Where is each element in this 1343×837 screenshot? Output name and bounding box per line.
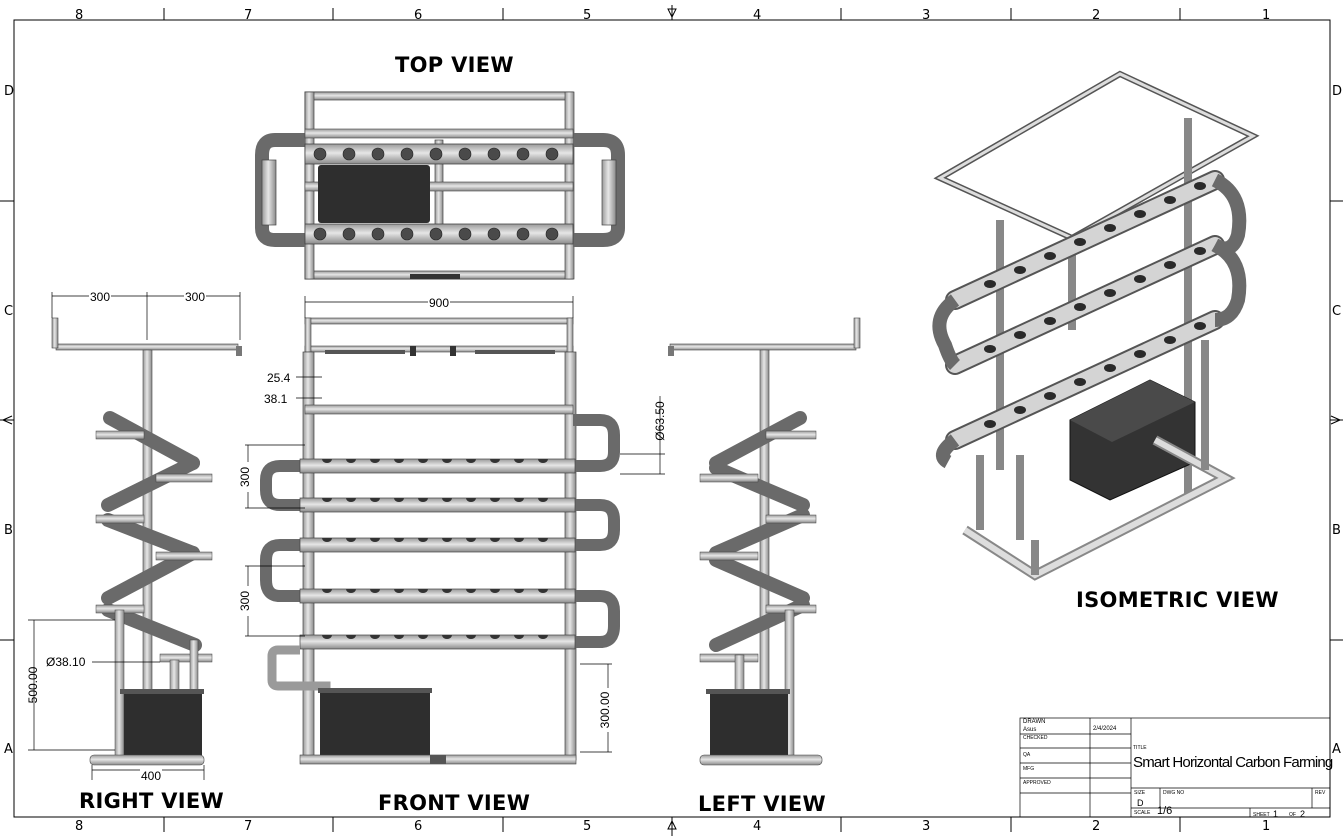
zone-col-1-bottom: 1 — [1262, 819, 1271, 834]
tb-title: Smart Horizontal Carbon Farming — [1133, 754, 1333, 771]
tb-drawn-label: DRAWN — [1023, 719, 1046, 725]
zone-row-a: A — [4, 742, 13, 757]
right-view-drawing — [51, 317, 242, 766]
tb-size: D — [1137, 798, 1144, 808]
tb-drawn-by: Asus — [1023, 727, 1037, 733]
zone-col-2: 2 — [1092, 8, 1101, 23]
tb-sheet-total: 2 — [1300, 809, 1306, 819]
left-view-label: LEFT VIEW — [698, 792, 826, 816]
dim-front-tank-height: 300.00 — [598, 688, 612, 732]
dim-front-width: 900 — [428, 296, 451, 310]
dim-right-top-right: 300 — [184, 290, 207, 304]
top-view-label: TOP VIEW — [395, 53, 514, 77]
dim-front-spacing1: 300 — [238, 462, 252, 492]
tb-sheet-num: 1 — [1273, 809, 1279, 819]
zone-col-7-bottom: 7 — [244, 819, 253, 834]
zone-col-5: 5 — [583, 8, 592, 23]
zone-row-c: C — [4, 304, 14, 319]
dim-right-height: 500.00 — [26, 666, 40, 704]
right-dimension-lines — [28, 292, 241, 780]
dim-front-small2: 38.1 — [264, 392, 288, 406]
tb-approved-label: APPROVED — [1023, 780, 1051, 786]
dim-front-tube-dia: Ø63.50 — [653, 401, 667, 441]
zone-row-c-right: C — [1332, 304, 1342, 319]
front-view-label: FRONT VIEW — [378, 791, 531, 815]
zone-col-3: 3 — [922, 8, 931, 23]
zone-row-d-right: D — [1332, 84, 1343, 99]
zone-row-b-right: B — [1332, 523, 1341, 538]
zone-col-4: 4 — [753, 8, 762, 23]
left-view-drawing — [668, 317, 861, 766]
tb-checked-label: CHECKED — [1023, 735, 1048, 741]
tb-rev-label: REV — [1315, 790, 1326, 796]
zone-col-4-bottom: 4 — [753, 819, 762, 834]
dim-right-top-left: 300 — [89, 290, 112, 304]
tb-mfg-label: MFG — [1023, 766, 1035, 772]
zone-col-6: 6 — [414, 8, 423, 23]
isometric-view-drawing — [932, 70, 1260, 581]
dim-front-small1: 25.4 — [267, 371, 291, 385]
zone-row-b: B — [4, 523, 13, 538]
tb-drawn-date: 2/4/2024 — [1093, 726, 1117, 732]
zone-row-a-right: A — [1332, 742, 1341, 757]
zone-col-8-bottom: 8 — [75, 819, 84, 834]
zone-ticks — [0, 5, 1343, 836]
tb-size-label: SIZE — [1134, 790, 1146, 796]
front-view-drawing — [260, 317, 620, 765]
zone-col-3-bottom: 3 — [922, 819, 931, 834]
isometric-view-label: ISOMETRIC VIEW — [1076, 588, 1279, 612]
dim-right-base: 400 — [140, 769, 163, 783]
zone-col-2-bottom: 2 — [1092, 819, 1101, 834]
tb-dwg-no-label: DWG NO — [1163, 790, 1185, 796]
zone-col-5-bottom: 5 — [583, 819, 592, 834]
tb-title-label: TITLE — [1133, 745, 1147, 751]
tb-qa-label: QA — [1023, 752, 1031, 758]
tb-scale-label: SCALE — [1134, 810, 1151, 816]
top-view-drawing — [255, 91, 625, 280]
dim-front-spacing2: 300 — [238, 586, 252, 616]
tb-of-label: OF — [1289, 812, 1296, 818]
zone-col-8: 8 — [75, 8, 84, 23]
zone-col-6-bottom: 6 — [414, 819, 423, 834]
zone-col-7: 7 — [244, 8, 253, 23]
title-block-lines — [1019, 717, 1331, 818]
tb-sheet-label: SHEET — [1253, 812, 1270, 818]
tb-scale: 1/6 — [1157, 805, 1173, 817]
right-view-label: RIGHT VIEW — [79, 789, 225, 813]
dim-right-pipe-dia: Ø38.10 — [46, 655, 86, 669]
zone-col-1: 1 — [1262, 8, 1271, 23]
zone-row-d: D — [4, 84, 15, 99]
